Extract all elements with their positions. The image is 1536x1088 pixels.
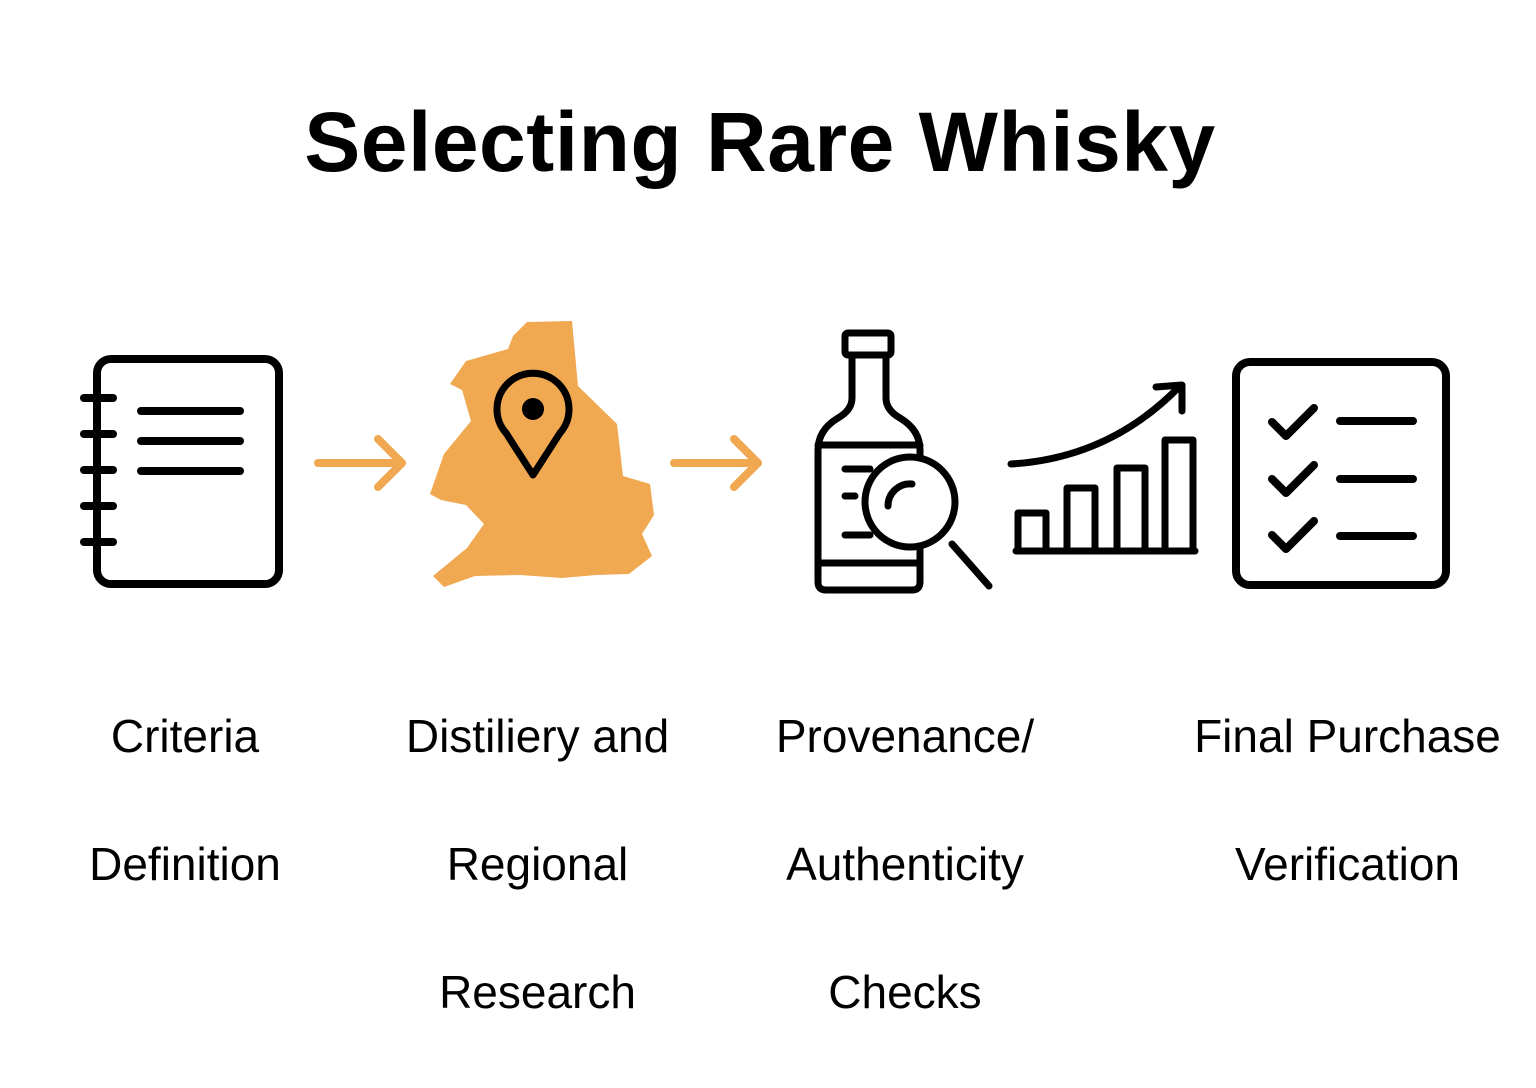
map-pin-region-icon: [430, 321, 654, 587]
label-line: Regional: [446, 838, 629, 890]
step-label-provenance-checks: Provenance/ Authenticity Checks: [745, 640, 1065, 1088]
page-title: Selecting Rare Whisky: [304, 95, 1216, 189]
arrow-right-icon: [670, 435, 762, 491]
step-label-final-verification: Final Purchase Verification: [1170, 640, 1525, 960]
label-line: Definition: [89, 838, 281, 890]
label-line: Final Purchase: [1194, 710, 1501, 762]
label-line: Research: [439, 966, 636, 1018]
checklist-icon: [1232, 358, 1450, 589]
label-line: Provenance/: [775, 710, 1035, 762]
label-line: Verification: [1234, 838, 1460, 890]
label-line: Checks: [828, 966, 982, 1018]
rising-bar-chart-icon: [1007, 381, 1199, 555]
label-line: Criteria: [110, 710, 260, 762]
step-label-distillery-research: Distiliery and Regional Research: [370, 640, 705, 1088]
arrow-right-icon: [314, 435, 406, 491]
notebook-icon: [80, 355, 283, 588]
label-line: Distiliery and: [405, 710, 670, 762]
bottle-magnifier-icon: [814, 329, 993, 594]
label-line: Authenticity: [786, 838, 1024, 890]
step-label-criteria-definition: Criteria Definition: [40, 640, 330, 960]
